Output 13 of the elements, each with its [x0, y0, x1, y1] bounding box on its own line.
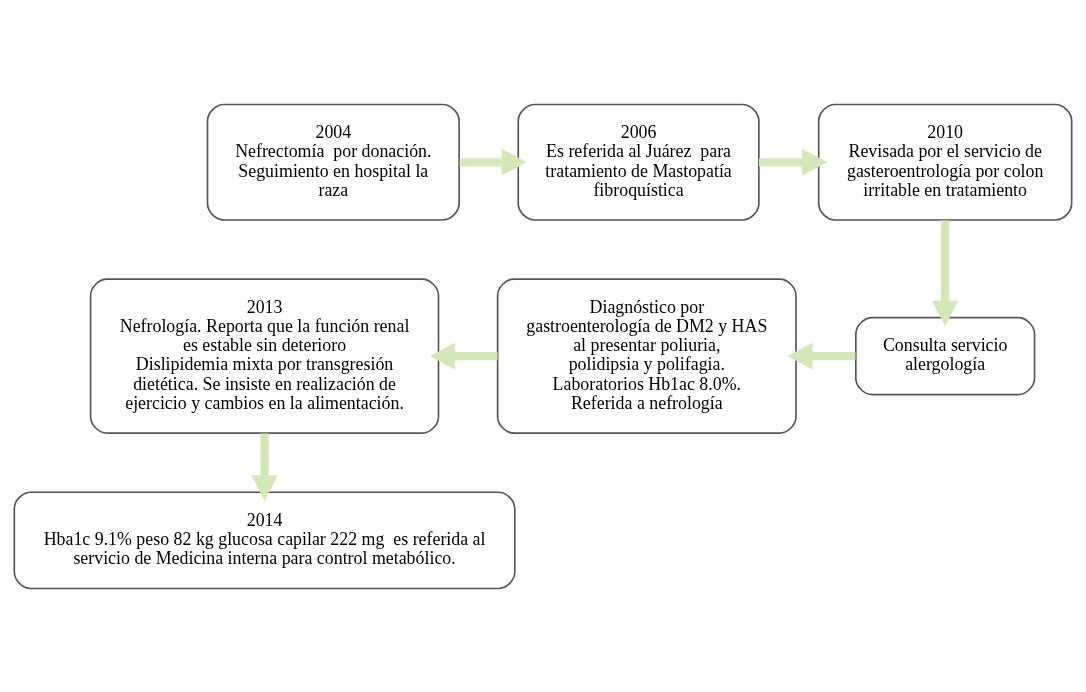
node-box: 2004 Nefrectomía por donación. Seguimiento en hospital la raza: [206, 103, 460, 221]
arrow: [429, 342, 498, 369]
node-box: 2010 Revisada por el servicio de gasteroentrología por colon irritable en tratamiento: [817, 103, 1073, 221]
arrow: [787, 342, 856, 369]
node-box: 2014 Hba1c 9.1% peso 82 kg glucosa capilar 222 mg es referida al servicio de Medicina interna para control metabólico.: [13, 490, 516, 589]
arrow: [758, 148, 828, 176]
arrow: [931, 219, 959, 326]
arrow: [459, 148, 527, 176]
node-box: Consulta servicio alergología: [855, 316, 1036, 395]
node-box: Diagnóstico por gastroenterología de DM2 y HAS al presentar poliuria, polidipsia y polifagia. Laboratorios Hb1ac 8.0%. Referida a nefrología: [496, 277, 797, 434]
node-box: 2013 Nefrología. Reporta que la función renal es estable sin deterioro Dislipidemia mixta por transgresión dietética. Se insiste en realización de ejercicio y cambios en la alimentación.: [89, 277, 440, 434]
arrow: [251, 432, 278, 501]
node-box: 2006 Es referida al Juárez para tratamiento de Mastopatía fibroquística: [517, 103, 760, 221]
